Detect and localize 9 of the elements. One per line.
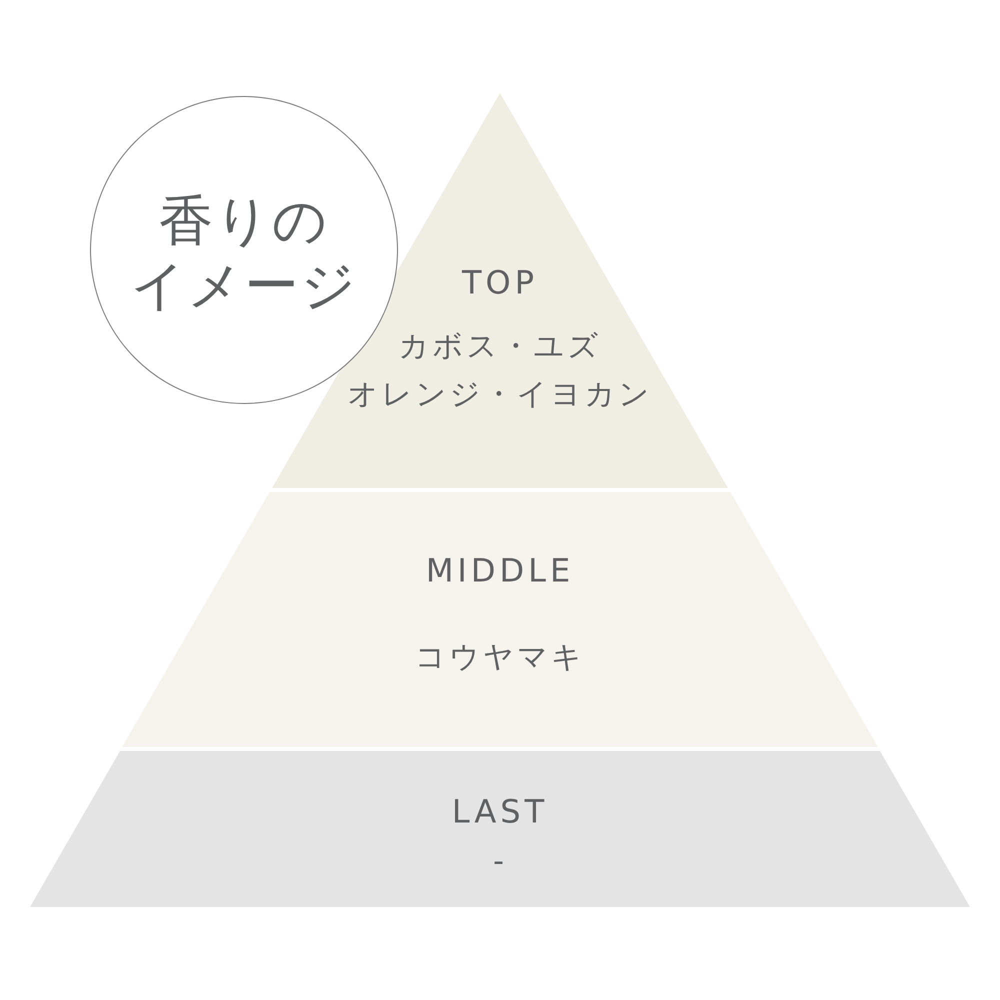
note-text: -	[493, 844, 507, 880]
tier-title: TOP	[462, 264, 538, 302]
note-text: コウヤマキ	[415, 640, 585, 676]
note-text: オレンジ・イヨカン	[348, 378, 652, 412]
tier-title: MIDDLE	[426, 552, 574, 590]
note-text: カボス・ユズ	[398, 330, 602, 364]
circle-title: 香りの	[159, 190, 329, 252]
circle-title: イメージ	[130, 254, 358, 318]
tier-title: LAST	[452, 794, 548, 830]
